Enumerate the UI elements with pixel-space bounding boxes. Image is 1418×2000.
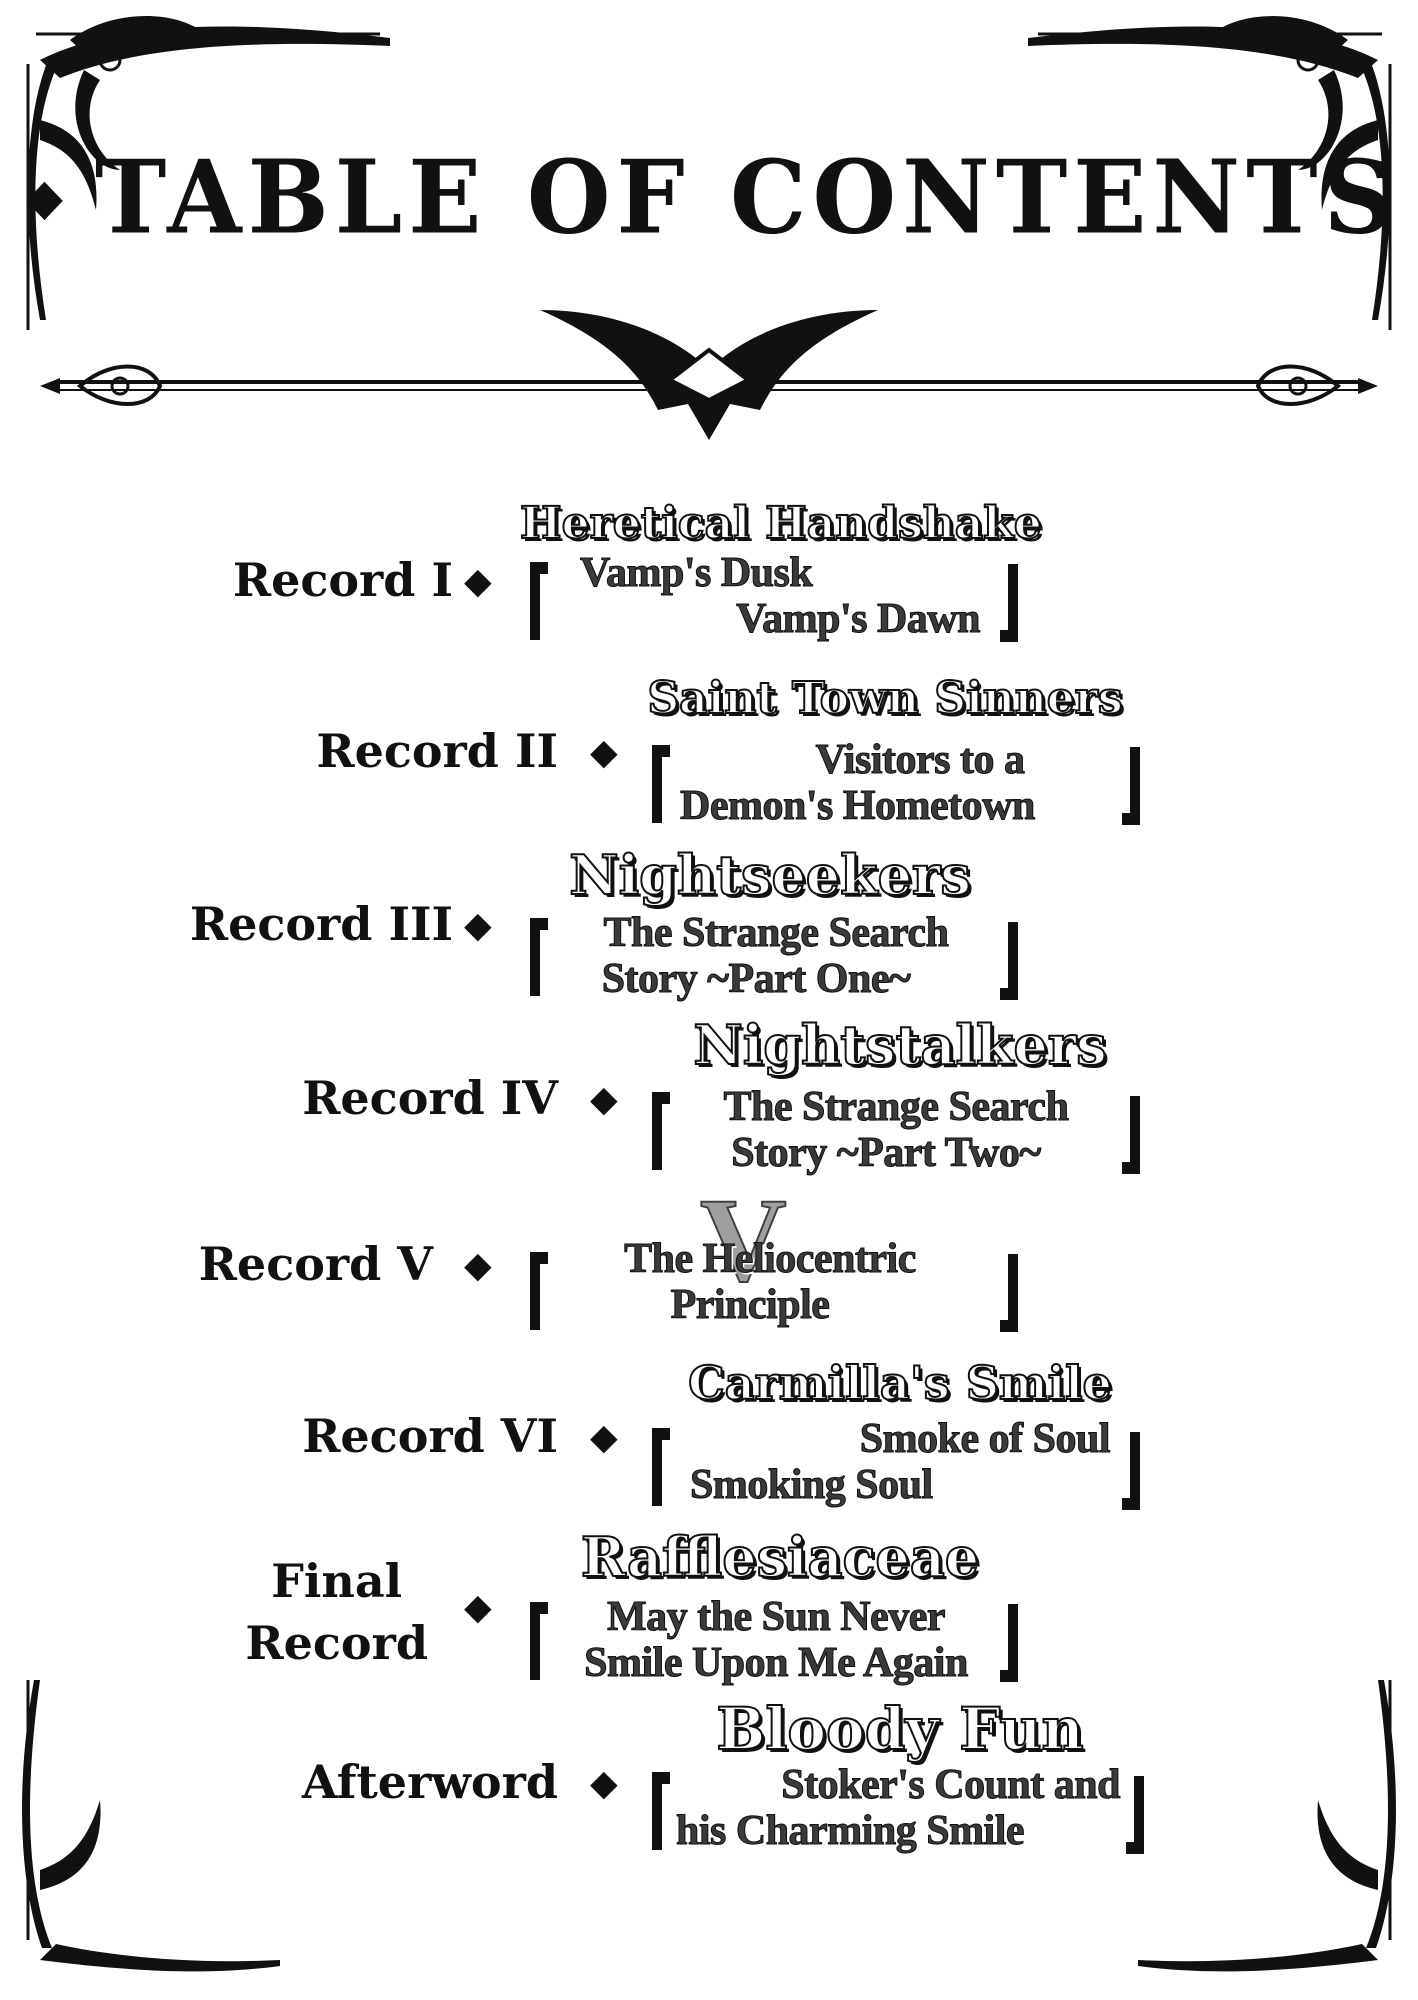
entry-subtitle: Nightseekers [568, 843, 972, 907]
toc-entry[interactable]: Record V ◆ V The Heliocentric Principle [0, 1179, 1418, 1350]
entry-title-line: Smoke of Soul [859, 1416, 1111, 1463]
entry-label: Record III [189, 897, 453, 951]
entry-subtitle: V [699, 1173, 788, 1306]
entry-title-line: Story ~Part One~ [601, 956, 911, 1003]
entry-label: Afterword [301, 1755, 558, 1809]
page-title-text: TABLE OF CONTENTS [94, 138, 1399, 257]
bracket-open-icon [652, 745, 670, 823]
entry-title-line: May the Sun Never [607, 1594, 946, 1641]
entry-titles: The Strange Search Story ~Part One~ [556, 910, 996, 1003]
bullet-diamond-icon: ◆ [464, 561, 492, 602]
entry-label: Record II [316, 724, 558, 778]
heading-divider-ornament [40, 310, 1378, 440]
bracket-open-icon [530, 562, 548, 640]
bracket-open-icon [652, 1428, 670, 1506]
entry-titles: May the Sun Never Smile Upon Me Again [556, 1594, 996, 1687]
entry-label: Record V [198, 1237, 433, 1291]
entry-label: Record IV [302, 1071, 558, 1125]
entry-title-line: Smile Upon Me Again [584, 1640, 969, 1687]
entry-title-line: Smoking Soul [690, 1462, 934, 1509]
bracket-close-icon [1000, 564, 1018, 642]
entry-title-line: The Strange Search [603, 910, 949, 957]
entry-subtitle: Rafflesiaceae [580, 1525, 980, 1589]
entry-label: Record I [232, 553, 453, 607]
entry-subtitle: Carmilla's Smile [687, 1356, 1113, 1410]
entry-label-line: Record [245, 1616, 428, 1670]
bullet-diamond-icon: ◆ [590, 1763, 618, 1804]
bracket-close-icon [1122, 1096, 1140, 1174]
toc-entry[interactable]: Record VI ◆ Carmilla's Smile Smoke of So… [0, 1356, 1418, 1520]
entry-subtitle: Bloody Fun [715, 1695, 1084, 1763]
entry-label-line: Final [271, 1554, 403, 1608]
entry-subtitle: Saint Town Sinners [646, 673, 1123, 724]
toc-entry[interactable]: Record IV ◆ Nightstalkers The Strange Se… [0, 1013, 1418, 1178]
toc-entry[interactable]: Record III ◆ Nightseekers The Strange Se… [0, 843, 1418, 1008]
entry-titles: Smoke of Soul Smoking Soul [690, 1416, 1112, 1509]
bracket-close-icon [1000, 922, 1018, 1000]
bracket-open-icon [652, 1772, 670, 1850]
entry-title-line: Vamp's Dawn [736, 596, 981, 643]
bracket-close-icon [1000, 1604, 1018, 1682]
corner-ornament-bottom-right [1138, 1680, 1396, 1972]
corner-ornament-bottom-left [22, 1680, 280, 1972]
toc-entry[interactable]: Record I ◆ Heretical Handshake Vamp's Du… [0, 500, 1418, 660]
entry-titles: Vamp's Dusk Vamp's Dawn [560, 550, 982, 643]
entry-title-line: Stoker's Count and [781, 1762, 1121, 1809]
title-ornament-left: ◆ [26, 167, 69, 227]
page-title: ◆TABLE OF CONTENTS◆ [0, 147, 1418, 249]
entry-title-line: Vamp's Dusk [580, 550, 814, 597]
entry-title-line: his Charming Smile [676, 1808, 1026, 1855]
entry-titles: The Strange Search Story ~Part Two~ [676, 1084, 1116, 1177]
entry-title-line: Principle [670, 1282, 830, 1329]
bracket-open-icon [530, 918, 548, 996]
corner-ornament-top-right [1028, 16, 1392, 330]
bullet-diamond-icon: ◆ [464, 1587, 492, 1628]
bracket-open-icon [530, 1602, 548, 1680]
entry-titles: Stoker's Count and his Charming Smile [676, 1762, 1122, 1855]
bracket-close-icon [1126, 1776, 1144, 1854]
bracket-open-icon [652, 1092, 670, 1170]
bullet-diamond-icon: ◆ [464, 905, 492, 946]
entry-label: Record VI [302, 1409, 558, 1463]
entry-label: Final Record [245, 1550, 428, 1674]
bullet-diamond-icon: ◆ [590, 732, 618, 773]
bracket-close-icon [1122, 747, 1140, 825]
bullet-diamond-icon: ◆ [464, 1245, 492, 1286]
entry-title-line: Story ~Part Two~ [731, 1130, 1042, 1177]
entry-title-line: The Strange Search [723, 1084, 1069, 1131]
entry-subtitle: Nightstalkers [692, 1013, 1107, 1077]
toc-entry[interactable]: Record II ◆ Saint Town Sinners Visitors … [0, 675, 1418, 835]
bracket-open-icon [530, 1252, 548, 1330]
corner-ornament-top-left [26, 16, 390, 330]
entry-subtitle: Heretical Handshake [519, 498, 1043, 549]
entry-title-line: Demon's Hometown [680, 783, 1036, 830]
bullet-diamond-icon: ◆ [590, 1079, 618, 1120]
entry-titles: The Heliocentric Principle [560, 1236, 980, 1329]
bracket-close-icon [1000, 1254, 1018, 1332]
bullet-diamond-icon: ◆ [590, 1417, 618, 1458]
entry-title-line: Visitors to a [815, 737, 1025, 784]
entry-title-line: The Heliocentric [624, 1236, 917, 1283]
entry-titles: Visitors to a Demon's Hometown [680, 737, 1100, 830]
bracket-close-icon [1122, 1432, 1140, 1510]
toc-entry[interactable]: Afterword ◆ Bloody Fun Stoker's Count an… [0, 1695, 1418, 1860]
toc-entry[interactable]: Final Record ◆ Rafflesiaceae May the Sun… [0, 1525, 1418, 1690]
